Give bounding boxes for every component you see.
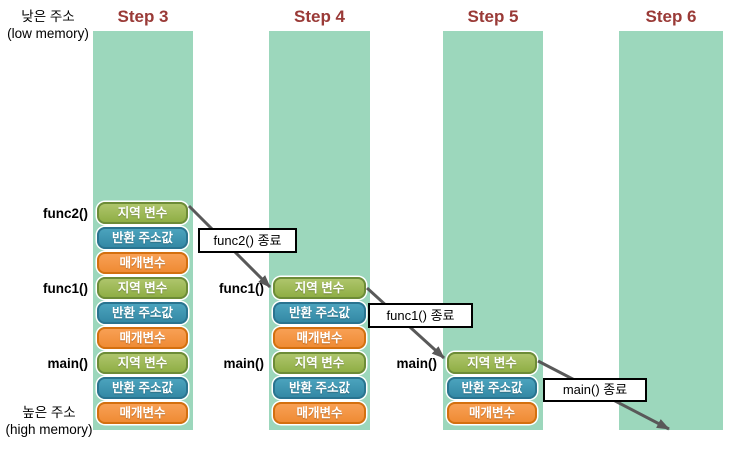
step4-main-local-var-box: 지역 변수 [273, 352, 366, 374]
step6-memory-column [619, 31, 723, 430]
step4-func1-label: func1() [219, 281, 264, 296]
step3-header: Step 3 [117, 7, 169, 26]
func2-end-callout: func2() 종료 [198, 228, 297, 253]
step4-header: Step 4 [293, 7, 346, 26]
func1-end-callout: func1() 종료 [368, 303, 473, 328]
step3-func2-return-addr-box: 반환 주소값 [97, 227, 188, 249]
step4-main-label: main() [223, 356, 265, 371]
step5-main-return-addr-box: 반환 주소값 [447, 377, 537, 399]
step5-header: Step 5 [467, 7, 519, 26]
step4-func1-param-box: 매개변수 [273, 327, 366, 349]
low-memory-label: 낮은 주소 (low memory) [0, 8, 96, 42]
step3-main-label: main() [47, 356, 89, 371]
step3-func1-return-addr-box: 반환 주소값 [97, 302, 188, 324]
main-end-callout: main() 종료 [543, 378, 647, 402]
step4-func1-local-var-box: 지역 변수 [273, 277, 366, 299]
step3-func1-label: func1() [43, 281, 88, 296]
high-memory-label-korean: 높은 주소 [22, 405, 76, 420]
step3-func2-label: func2() [43, 206, 88, 221]
step4-func1-return-addr-box: 반환 주소값 [273, 302, 366, 324]
step3-func1-param-box: 매개변수 [97, 327, 188, 349]
step6-header: Step 6 [645, 7, 697, 26]
step5-main-label: main() [396, 356, 438, 371]
high-memory-label-english: (high memory) [5, 422, 93, 437]
step3-func2-local-var-box: 지역 변수 [97, 202, 188, 224]
step3-main-local-var-box: 지역 변수 [97, 352, 188, 374]
low-memory-label-english: (low memory) [7, 26, 89, 41]
step3-func2-param-box: 매개변수 [97, 252, 188, 274]
step3-func1-local-var-box: 지역 변수 [97, 277, 188, 299]
step3-main-param-box: 매개변수 [97, 402, 188, 424]
step4-main-param-box: 매개변수 [273, 402, 366, 424]
step3-main-return-addr-box: 반환 주소값 [97, 377, 188, 399]
step5-main-param-box: 매개변수 [447, 402, 537, 424]
high-memory-label: 높은 주소 (high memory) [0, 404, 98, 438]
step5-main-local-var-box: 지역 변수 [447, 352, 537, 374]
low-memory-label-korean: 낮은 주소 [21, 9, 75, 24]
step4-main-return-addr-box: 반환 주소값 [273, 377, 366, 399]
